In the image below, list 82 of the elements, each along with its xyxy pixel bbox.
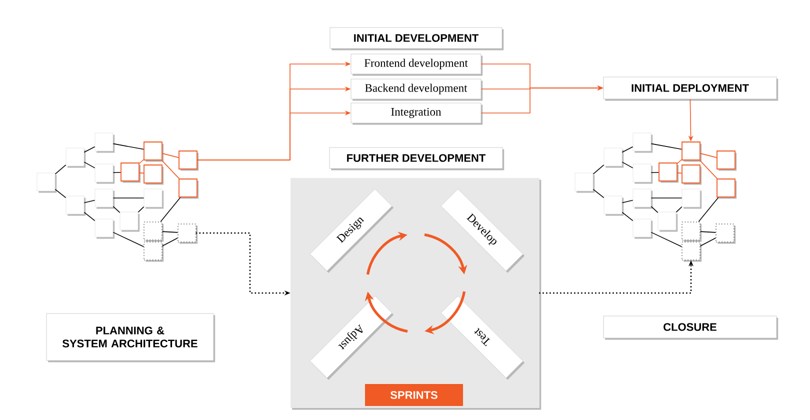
connector-line <box>84 212 96 222</box>
connector-line <box>677 172 682 174</box>
connector-line <box>700 238 716 246</box>
tree-box <box>94 164 115 184</box>
connector-line <box>54 188 66 198</box>
header-box: FURTHER DEVELOPMENT <box>329 147 504 170</box>
connector-line <box>162 231 178 233</box>
connector-line <box>698 197 719 222</box>
arrow <box>196 232 290 296</box>
connector-line <box>138 206 144 213</box>
tree-box <box>682 242 702 262</box>
tree-box <box>144 142 164 162</box>
connector-line <box>650 206 658 213</box>
tree-box <box>36 172 57 193</box>
connector-line <box>622 200 634 204</box>
tree-box <box>144 164 164 185</box>
connector-line <box>139 159 144 164</box>
tree-box <box>632 218 653 239</box>
connector-line <box>700 153 717 158</box>
tree-box <box>94 218 115 239</box>
connector-line <box>84 200 96 204</box>
tree-box <box>144 188 164 209</box>
task-box: Frontend development <box>350 54 483 76</box>
tree-box <box>604 148 624 168</box>
connector-line <box>112 206 120 213</box>
task-box: Integration <box>350 102 483 125</box>
connector-line <box>139 172 144 174</box>
step-box: Test <box>440 296 525 380</box>
sprints-box: SPRINTS <box>365 384 463 406</box>
connector-line <box>650 232 682 247</box>
connector-line <box>676 206 682 213</box>
tree-box <box>658 212 678 232</box>
tree-box <box>682 222 702 242</box>
connector-line <box>160 197 181 222</box>
tree-box <box>682 142 702 162</box>
connector-line <box>84 146 96 153</box>
tree-box <box>66 196 86 216</box>
task-box: Backend development <box>350 78 483 101</box>
connector-line <box>112 232 144 247</box>
tree-box <box>716 178 737 199</box>
header-box: INITIAL DEVELOPMENT <box>330 27 504 50</box>
tree-box <box>144 242 164 262</box>
connector-line <box>592 164 604 174</box>
connector-line <box>650 143 682 150</box>
connector-line <box>112 143 144 150</box>
tree-box <box>178 224 198 244</box>
tree-box <box>574 172 595 193</box>
header-box: INITIAL DEPLOYMENT <box>603 76 778 101</box>
tree-box <box>120 212 140 232</box>
connector-line <box>650 172 659 174</box>
connector-line <box>162 153 179 158</box>
tree-box <box>682 188 702 209</box>
tree-box <box>682 164 702 185</box>
tree-box <box>658 162 679 183</box>
connector-line <box>112 172 121 174</box>
connector-line <box>677 159 682 164</box>
connector-line <box>162 160 180 179</box>
tree-box <box>178 150 199 171</box>
connector-line <box>54 164 66 174</box>
arrow <box>538 260 694 294</box>
header-box: CLOSURE <box>603 316 778 340</box>
tree-box <box>632 188 653 209</box>
connector-line <box>84 162 96 168</box>
tree-box <box>94 188 115 209</box>
tree-box <box>178 178 199 199</box>
tree-box <box>120 162 141 183</box>
tree-box <box>632 164 653 184</box>
phase-box: PLANNING & SYSTEM ARCHITECTURE <box>46 313 216 362</box>
connector-line <box>700 231 716 233</box>
tree-box <box>94 132 115 153</box>
tree-box <box>604 196 624 216</box>
tree-box <box>144 222 164 242</box>
connector-line <box>622 162 634 168</box>
tree-box <box>632 132 653 153</box>
connector-line <box>162 238 178 246</box>
connector-line <box>592 188 604 198</box>
connector-line <box>622 146 634 153</box>
tree-box <box>716 224 736 244</box>
connector-line <box>700 160 718 179</box>
connector-line <box>622 212 634 222</box>
tree-box <box>66 148 86 168</box>
tree-box <box>716 150 737 171</box>
